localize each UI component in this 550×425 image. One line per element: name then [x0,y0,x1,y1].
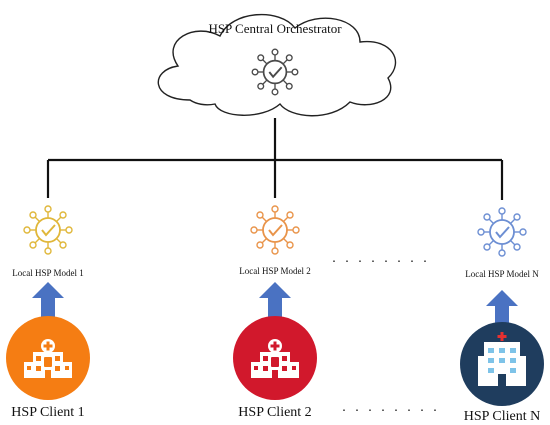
client-label-n: HSP Client N [464,409,541,424]
client-column-n: Local HSP Model N HSP Client [460,207,544,424]
orchestrator-title: HSP Central Orchestrator [208,21,342,36]
upload-arrow-1 [32,282,64,320]
upload-arrow-n [486,290,518,324]
client-column-2: Local HSP Model 2 HSP Client 2 [233,205,317,420]
models-ellipsis: . . . . . . . . [332,251,430,266]
upload-arrow-2 [259,282,291,320]
client-label-1: HSP Client 1 [11,405,84,420]
orchestrator-cloud: HSP Central Orchestrator [157,13,397,117]
clients-ellipsis: . . . . . . . . [342,400,440,415]
local-model-icon-n [477,207,527,257]
local-model-label-1: Local HSP Model 1 [12,268,83,278]
local-model-icon-2 [250,205,300,255]
local-model-label-n: Local HSP Model N [465,269,539,279]
hospital-building-icon-n [478,332,526,386]
local-model-icon-1 [23,205,73,255]
connection-lines [46,118,504,200]
local-model-label-2: Local HSP Model 2 [239,266,310,276]
client-column-1: Local HSP Model 1 HSP Client 1 [6,205,90,420]
client-label-2: HSP Client 2 [238,405,311,420]
